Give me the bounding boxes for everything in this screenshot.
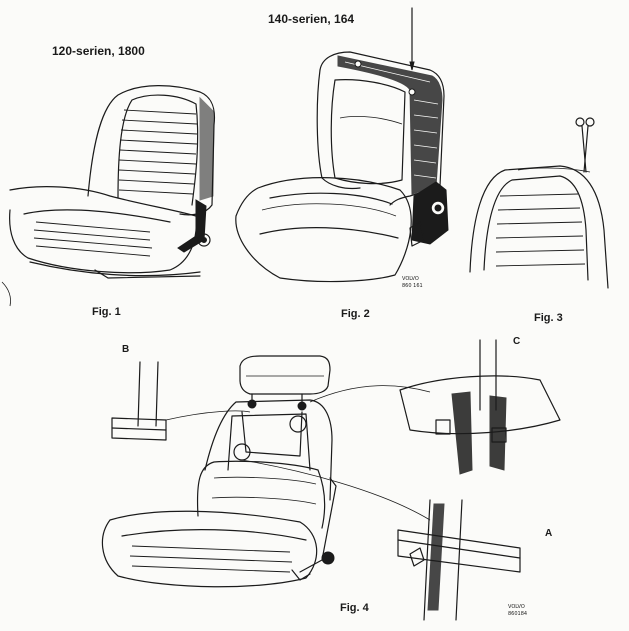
series-140-caption: 140-serien, 164: [268, 12, 355, 26]
detail-c-label: C: [513, 336, 521, 347]
fig4-caption: Fig. 4: [340, 602, 369, 614]
fig2-caption: Fig. 2: [341, 308, 370, 320]
fig1-caption: Fig. 1: [92, 306, 121, 318]
fig4-code-brand: VOLVO: [508, 604, 525, 610]
fig2-seat-drawing: [235, 7, 449, 283]
detail-b-drawing: [111, 361, 251, 441]
fig4-seat-drawing: [101, 355, 337, 588]
fig2-code-brand: VOLVO: [402, 276, 419, 282]
detail-c-drawing: [309, 339, 561, 475]
fig1-seat-drawing: [1, 85, 216, 307]
detail-a-drawing: [241, 459, 521, 621]
detail-a-label: A: [545, 528, 553, 539]
fig4-code-number: 860184: [508, 611, 528, 617]
fig3-backrest-drawing: [469, 117, 609, 289]
detail-b-label: B: [122, 344, 130, 355]
fig2-code-number: 860 161: [402, 283, 423, 289]
fig3-caption: Fig. 3: [534, 312, 563, 324]
series-120-caption: 120-serien, 1800: [52, 44, 145, 58]
